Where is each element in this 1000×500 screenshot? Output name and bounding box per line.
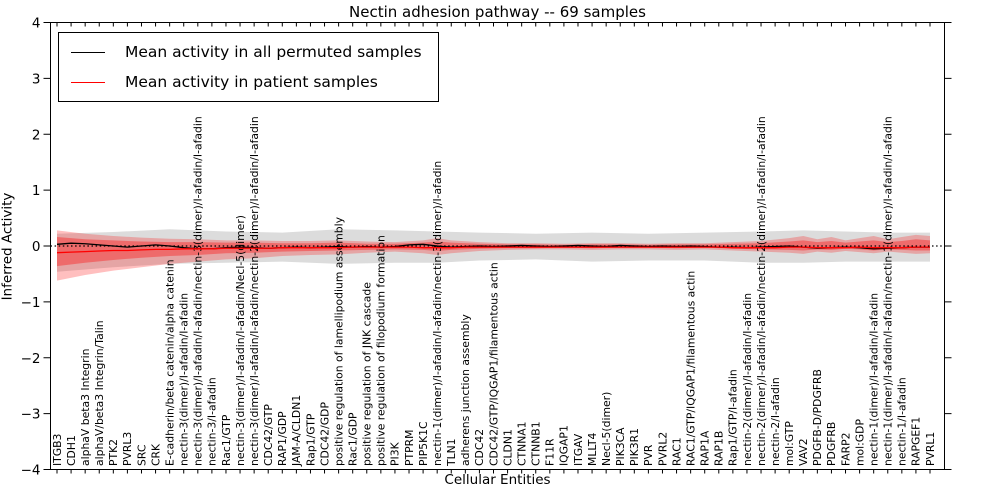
x-tick-label: PIK3R1 [628,428,641,466]
x-tick-label: nectin-3(dimer)/I-afadin/I-afadin [178,293,191,466]
y-tick-label: 4 [32,16,41,32]
x-tick-label: PTPRM [403,430,416,466]
x-tick-label: CDC42/GTP/IQGAP1/filamentous actin [487,262,500,466]
x-tick-label: nectin-3(dimer)/I-afadin/I-afadin/Necl-5… [234,215,247,466]
x-tick-label: nectin-1/I-afadin [896,377,909,466]
x-tick-label: PDGFRB [825,422,838,466]
x-tick-label: positive regulation of JNK cascade [361,282,374,466]
x-tick-label: CDH1 [65,435,78,466]
x-tick-label: PI3K [389,441,402,466]
x-tick-label: CTNNB1 [530,421,543,466]
x-tick-label: PVRL2 [656,432,669,466]
x-tick-label: CDC42 [473,429,486,466]
x-tick-label: RAPGEF1 [910,417,923,466]
x-tick-label: CDC42/GDP [318,402,331,466]
y-tick-label: −3 [21,407,41,423]
x-tick-label: Necl-5(dimer) [600,392,613,466]
x-tick-label: FARP2 [839,433,852,467]
x-tick-label: RAP1A [699,430,712,466]
permuted-envelope [57,229,930,272]
y-axis-label: Inferred Activity [0,192,16,301]
x-tick-label: Rac1/GDP [346,412,359,466]
y-tick-label: −4 [21,463,41,479]
x-tick-label: nectin-1(dimer)/I-afadin/I-afadin/nectin… [431,161,444,466]
y-tick-label: 2 [32,127,41,143]
x-tick-label: JAM-A/CLDN1 [290,395,303,467]
x-tick-label: nectin-2/I-afadin [769,377,782,466]
x-tick-label: positive regulation of lamellipodium ass… [332,216,345,466]
x-tick-label: F11R [544,438,557,466]
x-tick-label: VAV2 [797,438,810,466]
x-tick-label: SRC [135,445,148,466]
x-tick-label: nectin-3/I-afadin [206,377,219,466]
x-tick-label: CRK [149,443,162,466]
legend-entry-patient: Mean activity in patient samples [71,67,422,97]
x-tick-label: alphaV/beta3 Integrin/Talin [93,320,106,466]
x-tick-label: E-cadherin/beta catenin/alpha catenin [163,259,176,466]
x-tick-label: CDC42/GTP [262,404,275,466]
chart-title: Nectin adhesion pathway -- 69 samples [349,3,646,21]
x-tick-label: TLN1 [445,438,458,467]
x-tick-label: PVRL3 [121,432,134,466]
x-tick-label: nectin-1(dimer)/I-afadin/I-afadin/nectin… [882,116,895,466]
legend-label: Mean activity in all permuted samples [125,43,422,61]
legend: Mean activity in all permuted samples Me… [58,32,439,102]
x-tick-label: nectin-1(dimer)/I-afadin/I-afadin [867,293,880,466]
y-tick-label: −2 [21,351,41,367]
x-tick-label: RAP1/GDP [276,411,289,466]
patient-line-swatch [71,81,105,83]
y-tick-label: 3 [32,71,41,87]
x-tick-label: PDGFB-D/PDGFRB [811,369,824,466]
x-tick-label: Rap1/GTP/I-afadin [727,369,740,466]
x-tick-label: PVRL1 [924,432,937,466]
x-tick-label: mol:GDP [853,419,866,466]
x-axis-label: Cellular Entities [444,472,551,488]
x-tick-label: PIP5K1C [417,421,430,466]
x-tick-label: PVR [642,444,655,466]
x-tick-label: nectin-2(dimer)/I-afadin/I-afadin/nectin… [755,116,768,466]
x-tick-label: alphaV beta3 Integrin [79,349,92,466]
y-tick-label: 1 [32,183,41,199]
patient-envelope-outer [57,230,930,281]
x-tick-label: ITGAV [572,433,585,466]
x-tick-label: RAC1/GTP/IQGAP1/filamentous actin [684,271,697,466]
x-tick-label: CTNNA1 [515,421,528,466]
legend-entry-permuted: Mean activity in all permuted samples [71,37,422,67]
x-tick-label: IQGAP1 [558,425,571,466]
x-tick-label: CLDN1 [501,429,514,466]
x-tick-label: mol:GTP [783,421,796,466]
y-tick-label: −1 [21,295,41,311]
x-tick-label: PTK2 [107,439,120,466]
x-tick-label: nectin-3(dimer)/I-afadin/I-afadin/nectin… [192,116,205,466]
patient-mean-line [56,246,930,254]
x-tick-label: PIK3CA [614,427,627,466]
x-tick-label: positive regulation of filopodium format… [375,235,388,466]
x-tick-label: Rap1/GTP [304,413,317,466]
x-tick-label: ITGB3 [51,434,64,466]
y-tick-label: 0 [32,239,41,255]
x-tick-label: nectin-3(dimer)/I-afadin/I-afadin/nectin… [248,116,261,466]
x-tick-label: adherens junction assembly [459,314,472,466]
x-tick-label: nectin-2(dimer)/I-afadin/I-afadin [741,293,754,466]
x-tick-label: Rac1/GTP [220,414,233,466]
x-tick-label: RAP1B [713,431,726,466]
x-tick-label: RAC1 [670,437,683,466]
x-tick-label: MLLT4 [586,433,599,466]
legend-label: Mean activity in patient samples [125,73,378,91]
patient-envelope-inner [57,237,930,267]
permuted-line-swatch [71,51,105,53]
